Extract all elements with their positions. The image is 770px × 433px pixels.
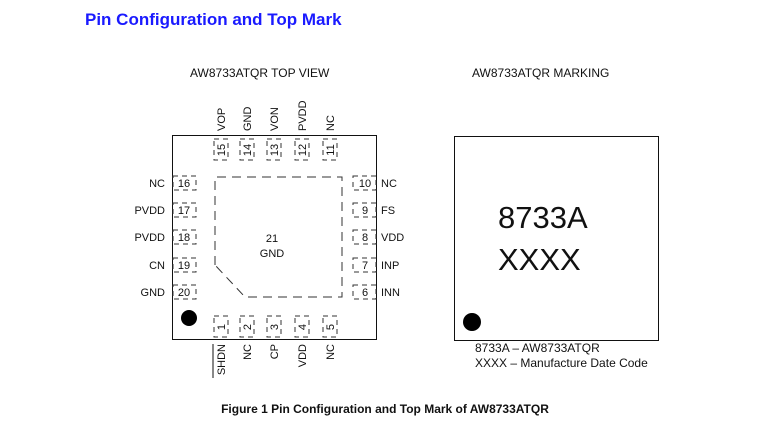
pin-pad bbox=[352, 284, 377, 300]
pin-name: NC bbox=[325, 115, 337, 131]
section-title: Pin Configuration and Top Mark bbox=[85, 10, 342, 29]
pin-name: SHDN bbox=[216, 344, 228, 375]
pin-name: VDD bbox=[381, 232, 404, 244]
pin-pad bbox=[352, 175, 377, 191]
pin-name: NC bbox=[381, 178, 397, 190]
pin-name: GND bbox=[242, 107, 254, 132]
marking-line1: 8733A bbox=[498, 200, 588, 235]
figure-caption: Figure 1 Pin Configuration and Top Mark … bbox=[221, 402, 549, 416]
pin-name: PVDD bbox=[134, 205, 165, 217]
pin-number: 9 bbox=[362, 205, 368, 217]
pin-number: 14 bbox=[242, 144, 254, 156]
pin-pad bbox=[172, 257, 197, 273]
pin-number: 10 bbox=[359, 178, 371, 190]
pin-name: FS bbox=[381, 205, 395, 217]
pin-number: 4 bbox=[297, 324, 309, 330]
marking-label: AW8733ATQR MARKING bbox=[472, 66, 610, 80]
pin-number: 1 bbox=[216, 324, 228, 330]
pin-pad bbox=[352, 202, 377, 218]
pin-number: 13 bbox=[269, 144, 281, 156]
pin-name: VOP bbox=[216, 108, 228, 131]
pin-name: VON bbox=[269, 107, 281, 131]
pin-name: NC bbox=[149, 178, 165, 190]
exposed-pad bbox=[214, 176, 343, 298]
pin-number: 18 bbox=[178, 232, 190, 244]
pin-number: 17 bbox=[178, 205, 190, 217]
pin-number: 8 bbox=[362, 232, 368, 244]
pin-number: 12 bbox=[297, 144, 309, 156]
marking-pin1-dot bbox=[463, 313, 481, 331]
pin-pad bbox=[352, 257, 377, 273]
pin-number: 16 bbox=[178, 178, 190, 190]
pin-pad bbox=[172, 284, 197, 300]
pin-number: 6 bbox=[362, 287, 368, 299]
pin-number: 7 bbox=[362, 260, 368, 272]
marking-body bbox=[454, 136, 659, 341]
pin-number: 19 bbox=[178, 260, 190, 272]
top-view-label: AW8733ATQR TOP VIEW bbox=[190, 66, 330, 80]
pin-name: NC bbox=[242, 344, 254, 360]
pin-pad bbox=[172, 175, 197, 191]
pin-name: CP bbox=[269, 344, 281, 359]
pin-number: 11 bbox=[325, 144, 337, 155]
pin-number: 15 bbox=[216, 144, 228, 156]
pin1-indicator-dot bbox=[181, 310, 197, 326]
center-pad-name: GND bbox=[260, 248, 285, 260]
pin-number: 20 bbox=[178, 287, 190, 299]
center-pad-number: 21 bbox=[266, 233, 278, 245]
pin-name: INP bbox=[381, 260, 399, 272]
pin-name: CN bbox=[149, 260, 165, 272]
pin-pad bbox=[172, 229, 197, 245]
pin-name: PVDD bbox=[134, 232, 165, 244]
pin-pad bbox=[352, 229, 377, 245]
marking-legend-2: XXXX – Manufacture Date Code bbox=[475, 356, 648, 370]
pin-name: PVDD bbox=[297, 100, 309, 131]
pin-name: INN bbox=[381, 287, 400, 299]
pin-name: VDD bbox=[297, 344, 309, 367]
pin-pad bbox=[172, 202, 197, 218]
pin-number: 5 bbox=[325, 324, 337, 330]
marking-legend-1: 8733A – AW8733ATQR bbox=[475, 341, 600, 355]
pin-number: 3 bbox=[269, 324, 281, 330]
pin-number: 2 bbox=[242, 324, 254, 330]
marking-line2: XXXX bbox=[498, 242, 581, 277]
pin-name: NC bbox=[325, 344, 337, 360]
pin-name: GND bbox=[141, 287, 166, 299]
